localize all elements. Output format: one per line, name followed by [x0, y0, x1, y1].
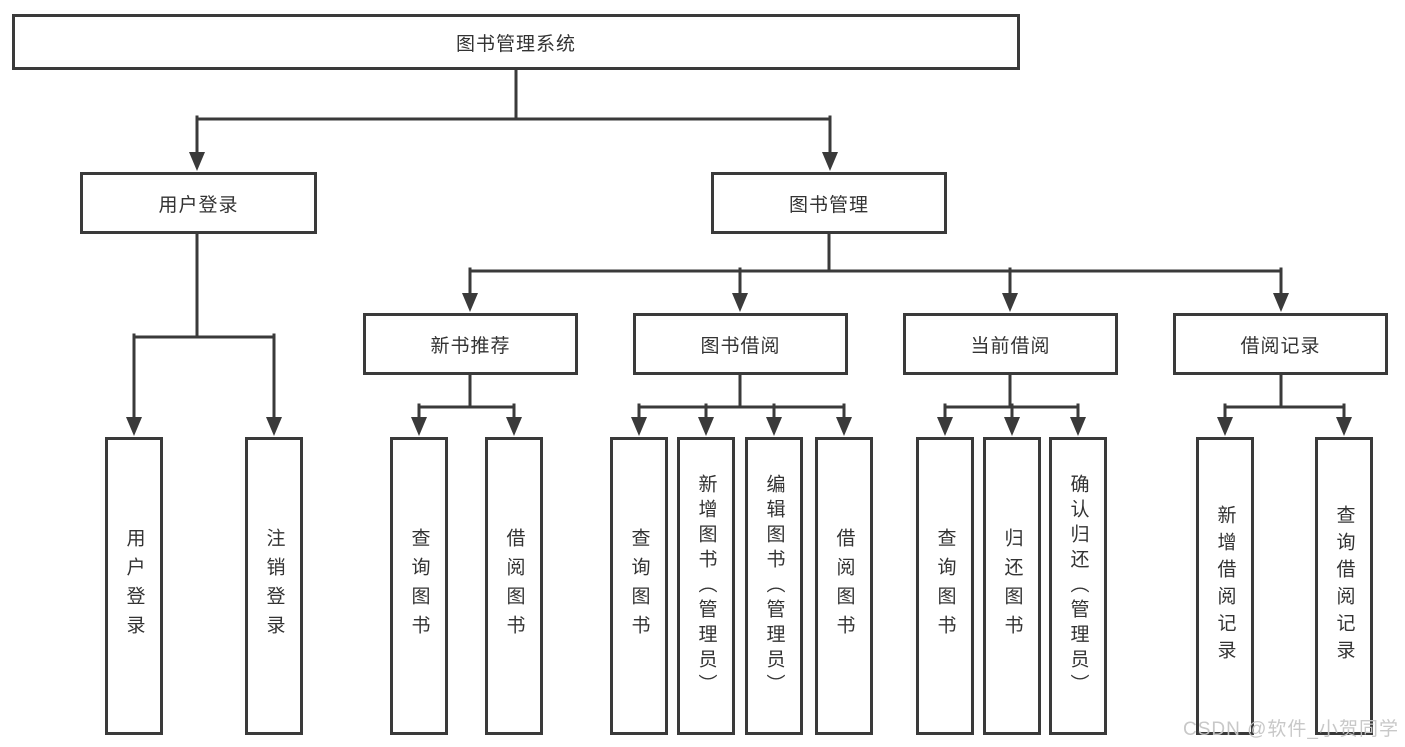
- leaf-borrow-books-borrowing: 借阅图书: [815, 437, 873, 735]
- node-library-management-system: 图书管理系统: [12, 14, 1020, 70]
- node-label: 借阅记录: [1240, 335, 1321, 357]
- leaf-borrow-books-recommend: 借阅图书: [485, 437, 543, 735]
- node-label: 新增图书（管理员）: [695, 473, 717, 699]
- node-label: 查询图书: [934, 528, 956, 644]
- csdn-watermark: CSDN @软件_小贺同学: [1183, 719, 1399, 740]
- node-label: 确认归还（管理员）: [1067, 473, 1089, 699]
- node-book-borrowing: 图书借阅: [633, 313, 848, 375]
- node-label: 查询图书: [628, 528, 650, 644]
- node-label: 借阅图书: [503, 528, 525, 644]
- leaf-query-books-borrowing: 查询图书: [610, 437, 668, 735]
- leaf-return-books: 归还图书: [983, 437, 1041, 735]
- leaf-query-borrow-record: 查询借阅记录: [1315, 437, 1373, 735]
- leaf-confirm-return-admin: 确认归还（管理员）: [1049, 437, 1107, 735]
- node-label: 图书管理: [788, 194, 869, 216]
- node-label: 图书管理系统: [455, 33, 576, 55]
- node-label: 编辑图书（管理员）: [763, 473, 785, 699]
- leaf-edit-books-admin: 编辑图书（管理员）: [745, 437, 803, 735]
- leaf-user-login: 用户登录: [105, 437, 163, 735]
- node-borrowing-records: 借阅记录: [1173, 313, 1388, 375]
- node-label: 图书借阅: [700, 335, 781, 357]
- node-label: 借阅图书: [833, 528, 855, 644]
- node-book-management: 图书管理: [711, 172, 947, 234]
- node-label: 注销登录: [263, 528, 285, 644]
- node-label: 用户登录: [158, 194, 239, 216]
- leaf-query-books-current: 查询图书: [916, 437, 974, 735]
- node-label: 查询图书: [408, 528, 430, 644]
- node-label: 查询借阅记录: [1333, 505, 1355, 667]
- leaf-query-books-recommend: 查询图书: [390, 437, 448, 735]
- leaf-add-books-admin: 新增图书（管理员）: [677, 437, 735, 735]
- node-current-borrowing: 当前借阅: [903, 313, 1118, 375]
- node-label: 归还图书: [1001, 528, 1023, 644]
- node-new-book-recommend: 新书推荐: [363, 313, 578, 375]
- node-label: 新增借阅记录: [1214, 505, 1236, 667]
- leaf-logout: 注销登录: [245, 437, 303, 735]
- node-user-login: 用户登录: [80, 172, 317, 234]
- node-label: 新书推荐: [430, 335, 511, 357]
- leaf-add-borrow-record: 新增借阅记录: [1196, 437, 1254, 735]
- node-label: 当前借阅: [970, 335, 1051, 357]
- node-label: 用户登录: [123, 528, 145, 644]
